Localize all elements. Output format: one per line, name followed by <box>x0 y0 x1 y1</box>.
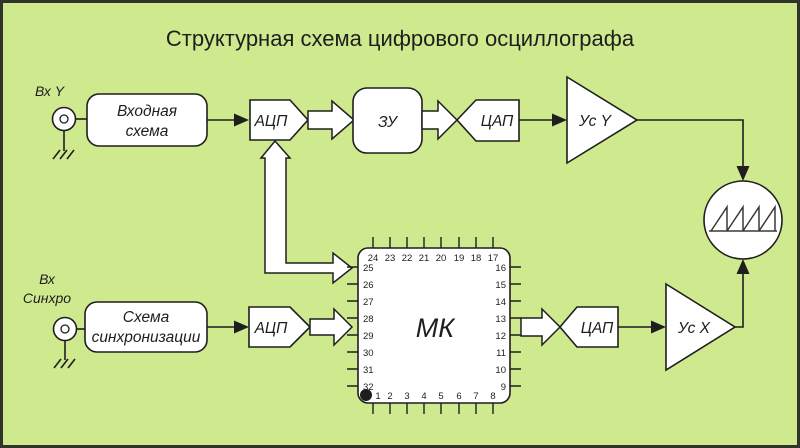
mk-pin-label: 17 <box>488 253 499 264</box>
mk-pin-label: 31 <box>363 365 374 376</box>
mk-pin-label: 30 <box>363 348 374 359</box>
mk-pin-label: 16 <box>495 263 506 274</box>
mk-pin-label: 10 <box>495 365 506 376</box>
svg-text:схема: схема <box>126 123 169 140</box>
svg-text:АЦП: АЦП <box>254 320 289 337</box>
svg-text:Ус Y: Ус Y <box>578 113 613 130</box>
mcu-label: МК <box>416 313 456 343</box>
adc-y-block: АЦП <box>249 99 310 141</box>
mk-left-pin-stubs <box>347 266 358 387</box>
mk-pin-label: 22 <box>402 253 413 264</box>
svg-text:АЦП: АЦП <box>254 113 289 130</box>
arrowhead <box>736 166 750 181</box>
wire-dac-to-ampy <box>519 113 567 127</box>
mk-pin-label: 5 <box>438 391 443 402</box>
mk-pin-label: 6 <box>456 391 461 402</box>
mk-pin-label: 29 <box>363 331 374 342</box>
wire-ampx-to-screen <box>735 259 750 328</box>
input-sync-label-line1: Вх <box>39 271 56 287</box>
mk-pin-label: 27 <box>363 297 374 308</box>
mk-pin-label: 7 <box>473 391 478 402</box>
pin1-marker-icon <box>360 389 372 401</box>
arrowhead <box>552 113 567 127</box>
amp-y-block: Ус Y <box>566 75 639 165</box>
arrowhead <box>651 320 666 334</box>
mk-pin-label: 4 <box>421 391 426 402</box>
svg-text:Ус X: Ус X <box>677 320 711 337</box>
svg-text:Входная: Входная <box>117 103 177 120</box>
mk-pin-label: 24 <box>368 253 379 264</box>
input-sync-label-line2: Синхро <box>23 290 71 306</box>
block-arrow-memory-to-dac <box>421 99 459 141</box>
mk-pin-label: 21 <box>419 253 430 264</box>
mk-pin-label: 32 <box>363 382 374 393</box>
crt-screen-icon <box>703 180 783 260</box>
adc-sync-block: АЦП <box>248 306 312 348</box>
mk-pin-label: 23 <box>385 253 396 264</box>
mk-bottom-pin-stubs <box>372 403 494 414</box>
mk-top-pin-stubs <box>372 237 494 248</box>
mk-pin-label: 18 <box>471 253 482 264</box>
mk-pin-label: 28 <box>363 314 374 325</box>
mk-pin-label: 25 <box>363 263 374 274</box>
mk-pin-label: 1 <box>375 391 380 402</box>
mk-pin-label: 26 <box>363 280 374 291</box>
arrowhead <box>234 113 249 127</box>
wire-ampy-to-screen <box>637 119 750 181</box>
mk-pin-label: 8 <box>490 391 495 402</box>
mk-pin-label: 13 <box>495 314 506 325</box>
mk-pin-label: 3 <box>404 391 409 402</box>
svg-text:Схема: Схема <box>123 309 170 326</box>
amp-x-block: Ус X <box>665 282 737 372</box>
dac-x-block: ЦАП <box>558 306 619 348</box>
ground-icon <box>52 149 75 160</box>
bnc-connector-icon <box>51 106 77 132</box>
diagram-title: Структурная схема цифрового осциллографа <box>166 26 635 51</box>
input-sync-connector: Вх Синхро <box>23 271 85 369</box>
svg-text:синхронизации: синхронизации <box>92 329 201 346</box>
wire-dac-to-ampx <box>618 320 666 334</box>
mk-right-pin-stubs <box>510 266 521 387</box>
block-arrow-mk-to-dac <box>520 307 562 347</box>
bnc-connector-icon <box>52 316 78 342</box>
mk-pin-label: 2 <box>387 391 392 402</box>
memory-block: ЗУ <box>352 87 423 154</box>
mk-pin-label: 15 <box>495 280 506 291</box>
block-arrow-mk-to-adc-elbow <box>259 139 354 285</box>
wire-synccircuit-to-adc <box>207 320 249 334</box>
block-arrow-adc-to-memory <box>307 99 356 141</box>
ground-icon <box>53 358 76 369</box>
svg-text:ЗУ: ЗУ <box>378 114 399 131</box>
input-circuit-block: Входная схема <box>86 93 208 147</box>
mk-pin-label: 19 <box>454 253 465 264</box>
sawtooth-wave-icon <box>709 204 777 232</box>
mk-pin-label: 9 <box>501 382 506 393</box>
mk-pin-label: 11 <box>496 348 506 359</box>
dac-y-block: ЦАП <box>455 99 520 142</box>
wire-inputcircuit-to-adc <box>207 113 249 127</box>
mk-pin-label: 14 <box>495 297 506 308</box>
input-y-label: Вх Y <box>35 83 66 99</box>
input-y-connector: Вх Y <box>35 83 87 160</box>
arrowhead <box>736 259 750 274</box>
svg-text:ЦАП: ЦАП <box>481 113 514 130</box>
block-arrow-adc-to-mk <box>309 307 354 347</box>
sync-circuit-block: Схема синхронизации <box>84 301 208 353</box>
arrowhead <box>234 320 249 334</box>
mcu-chip: МК 24 23 22 21 20 19 18 17 25 26 27 28 2… <box>347 237 521 414</box>
svg-text:ЦАП: ЦАП <box>581 320 614 337</box>
mk-pin-label: 20 <box>436 253 447 264</box>
mk-pin-label: 12 <box>495 331 506 342</box>
